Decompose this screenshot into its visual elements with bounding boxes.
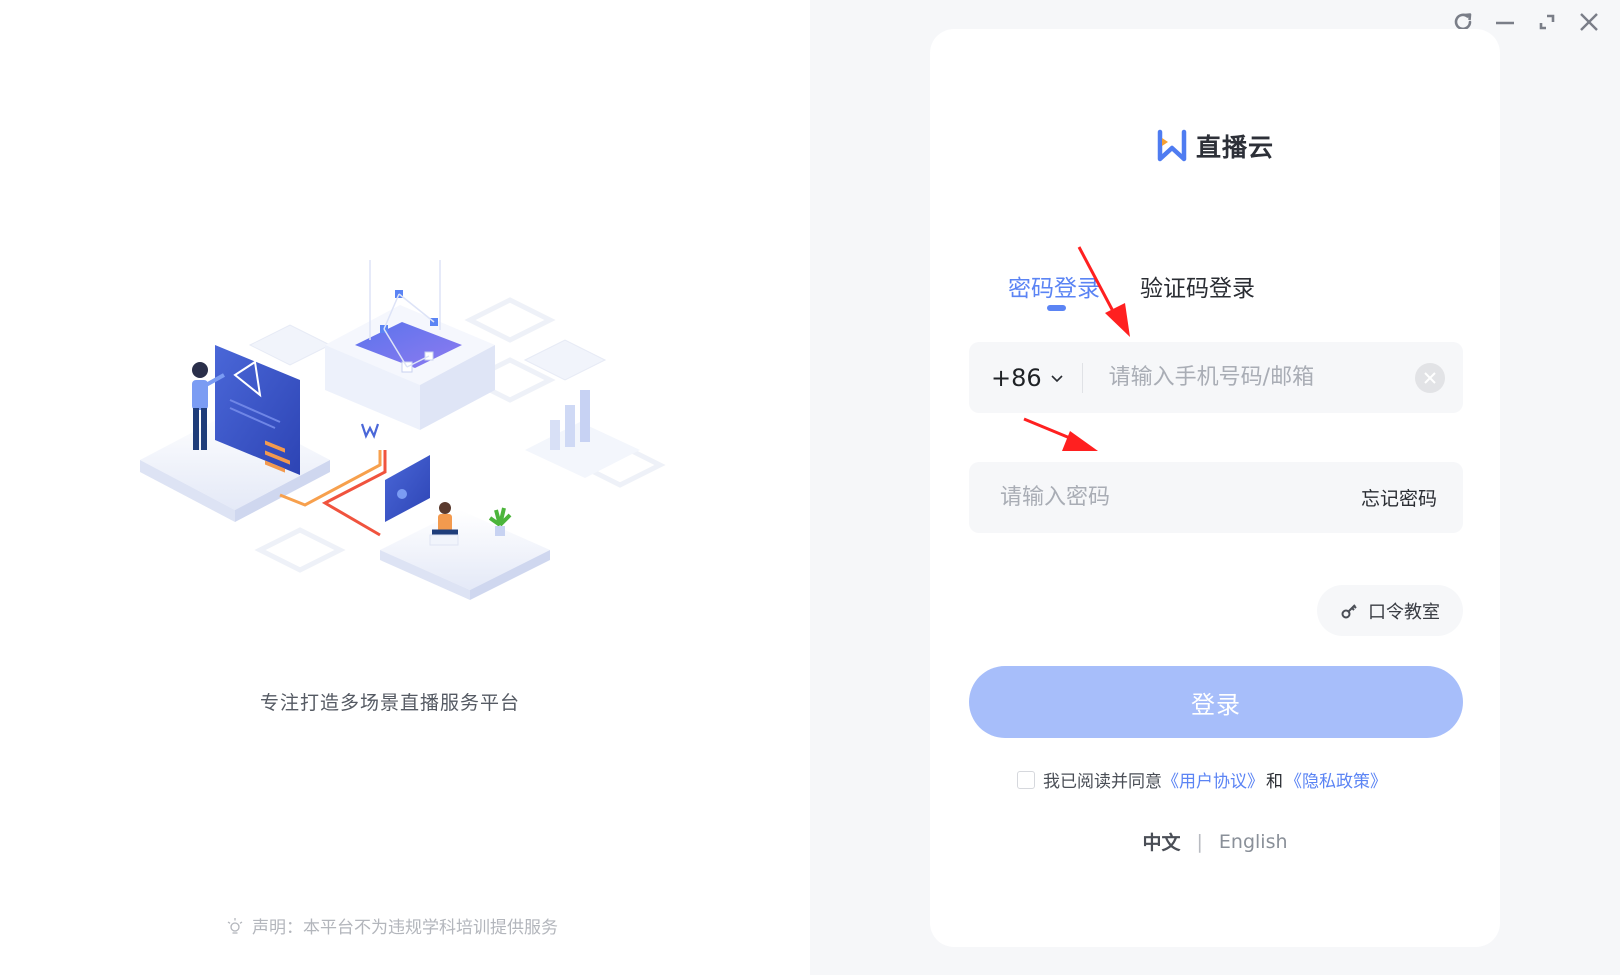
login-card: 直播云 密码登录 验证码登录 +86 忘记密码 <box>930 29 1500 947</box>
token-classroom-button[interactable]: 口令教室 <box>1317 585 1463 636</box>
language-chinese[interactable]: 中文 <box>1142 832 1181 854</box>
refresh-button[interactable] <box>1450 8 1476 36</box>
chevron-down-icon <box>1051 374 1063 382</box>
agreement-row: 我已阅读并同意 《用户协议》 和 《隐私政策》 <box>1017 767 1387 792</box>
key-icon <box>1341 603 1357 618</box>
clear-icon <box>1424 371 1436 384</box>
active-tab-indicator <box>1047 305 1066 311</box>
agreement-checkbox[interactable] <box>1017 770 1035 789</box>
country-code-value: +86 <box>991 363 1042 392</box>
language-english[interactable]: English <box>1218 830 1288 853</box>
field-divider <box>1081 362 1083 393</box>
isometric-platform-illustration <box>140 260 666 600</box>
minimize-button[interactable] <box>1492 8 1518 36</box>
left-panel: 专注打造多场景直播服务平台 声明：本平台不为违规学科培训提供服务 <box>140 250 680 938</box>
window-controls <box>1450 8 1602 36</box>
disclaimer-text: 声明：本平台不为违规学科培训提供服务 <box>252 918 558 938</box>
disclaimer: 声明：本平台不为违规学科培训提供服务 <box>226 913 558 938</box>
tab-verification-code-login-label: 验证码登录 <box>1140 276 1255 302</box>
country-code-select[interactable]: +86 <box>969 364 1064 392</box>
minimize-icon <box>1496 21 1514 25</box>
w-logo-icon <box>1157 129 1187 162</box>
restore-icon <box>1539 14 1555 30</box>
agreement-and: 和 <box>1266 772 1283 792</box>
restore-button[interactable] <box>1534 8 1560 36</box>
tab-password-login[interactable]: 密码登录 <box>1008 269 1100 311</box>
forgot-password-link[interactable]: 忘记密码 <box>1360 488 1437 510</box>
hero-illustration <box>140 250 680 630</box>
brand-logo: 直播云 <box>1156 128 1274 164</box>
phone-email-field: +86 <box>969 342 1463 413</box>
refresh-icon <box>1454 13 1472 31</box>
user-agreement-link[interactable]: 《用户协议》 <box>1162 772 1264 792</box>
tab-password-login-label: 密码登录 <box>1008 276 1100 302</box>
close-button[interactable] <box>1576 8 1602 36</box>
token-classroom-label: 口令教室 <box>1368 601 1440 623</box>
password-field: 忘记密码 <box>969 462 1463 533</box>
password-input[interactable] <box>969 485 1361 510</box>
close-icon <box>1580 13 1598 31</box>
login-button[interactable]: 登录 <box>969 666 1463 738</box>
login-tabs: 密码登录 验证码登录 <box>1008 269 1255 311</box>
clear-input-button[interactable] <box>1415 362 1445 393</box>
language-switch: 中文 | English <box>930 828 1500 855</box>
privacy-policy-link[interactable]: 《隐私政策》 <box>1285 772 1387 792</box>
brand-name: 直播云 <box>1196 133 1275 162</box>
language-separator: | <box>1196 830 1203 853</box>
phone-email-input[interactable] <box>1108 365 1415 390</box>
tab-verification-code-login[interactable]: 验证码登录 <box>1140 269 1255 303</box>
platform-tagline: 专注打造多场景直播服务平台 <box>259 692 520 714</box>
lightbulb-icon <box>227 917 243 934</box>
agreement-prefix: 我已阅读并同意 <box>1043 772 1162 792</box>
